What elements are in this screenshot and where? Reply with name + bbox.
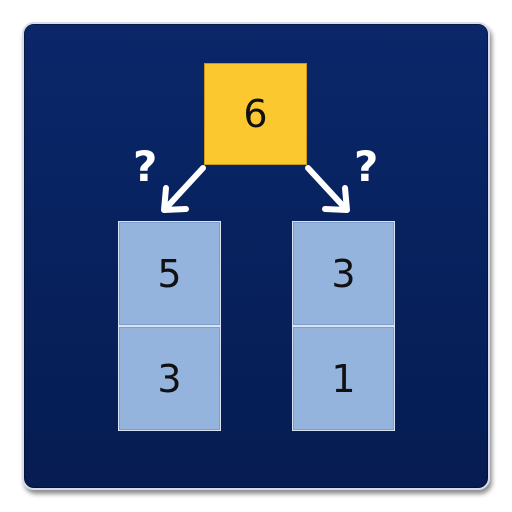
question-mark-left: ? bbox=[133, 142, 158, 191]
right-top-tile[interactable]: 3 bbox=[292, 221, 395, 326]
left-top-tile[interactable]: 5 bbox=[118, 221, 221, 326]
question-mark-right: ? bbox=[354, 142, 379, 191]
top-number-tile[interactable]: 6 bbox=[204, 63, 307, 165]
left-bottom-tile[interactable]: 3 bbox=[118, 326, 221, 431]
right-bottom-tile[interactable]: 1 bbox=[292, 326, 395, 431]
